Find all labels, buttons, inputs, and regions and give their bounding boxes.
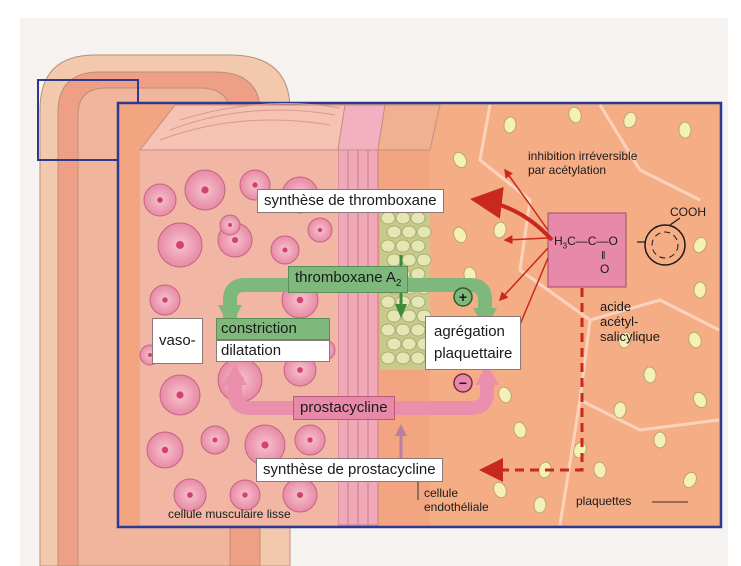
- thromboxane-synthesis-label: synthèse de thromboxane: [257, 189, 444, 213]
- muscle-cell: [230, 480, 260, 510]
- platelet: [654, 432, 666, 448]
- cluster-platelet: [402, 226, 416, 238]
- muscle-cell: [201, 426, 229, 454]
- cluster-platelet: [396, 324, 410, 336]
- cluster-platelet: [396, 212, 410, 224]
- constriction-label: constriction: [216, 318, 330, 340]
- platelet-aggregation-label: agrégation plaquettaire: [425, 316, 521, 370]
- platelet: [679, 122, 692, 138]
- endothelial-cell-label: cellule endothéliale: [424, 487, 489, 515]
- molecule-carboxyl: COOH: [670, 206, 706, 220]
- molecule-carbonyl-bond: ‖: [601, 250, 606, 263]
- cluster-platelet: [387, 226, 401, 238]
- cluster-platelet: [417, 254, 431, 266]
- muscle-cell: [150, 285, 180, 315]
- cluster-platelet: [402, 338, 416, 350]
- vessel-top-faces: [140, 104, 440, 150]
- muscle-cell: [158, 223, 202, 267]
- cluster-platelet: [381, 324, 395, 336]
- muscle-cell: [160, 375, 200, 415]
- cluster-platelet: [411, 240, 425, 252]
- cluster-platelet: [411, 212, 425, 224]
- vaso-label: vaso-: [152, 318, 203, 364]
- molecule-methyl: H3C—C—O: [554, 235, 618, 251]
- smooth-muscle-label: cellule musculaire lisse: [168, 508, 291, 522]
- thromboxane-label: thromboxane A2: [288, 266, 408, 293]
- prostacycline-label: prostacycline: [293, 396, 395, 420]
- muscle-cell: [185, 170, 225, 210]
- cluster-platelet: [387, 338, 401, 350]
- plus-circle: +: [454, 288, 472, 306]
- aspirin-label: acide acétyl- salicylique: [600, 300, 660, 345]
- cluster-platelet: [402, 254, 416, 266]
- platelets-label: plaquettes: [576, 495, 631, 509]
- muscle-cell: [308, 218, 332, 242]
- prostacycline-synthesis-label: synthèse de prostacycline: [256, 458, 443, 482]
- muscle-cell: [295, 425, 325, 455]
- cluster-platelet: [411, 352, 425, 364]
- muscle-cell: [220, 215, 240, 235]
- minus-sign: −: [459, 375, 467, 391]
- cluster-platelet: [396, 352, 410, 364]
- cluster-platelet: [417, 226, 431, 238]
- cluster-platelet: [381, 352, 395, 364]
- molecule-carbonyl-oxygen: O: [600, 263, 609, 277]
- muscle-cell: [271, 236, 299, 264]
- dilatation-label: dilatation: [216, 340, 330, 362]
- cluster-platelet: [387, 254, 401, 266]
- cluster-platelet: [381, 212, 395, 224]
- cluster-platelet: [381, 240, 395, 252]
- plus-sign: +: [459, 289, 467, 305]
- platelet: [694, 282, 707, 299]
- muscle-cell: [147, 432, 183, 468]
- muscle-cell: [144, 184, 176, 216]
- cluster-platelet: [411, 296, 425, 308]
- cluster-platelet: [411, 324, 425, 336]
- inhibition-label: inhibition irréversible par acétylation: [528, 150, 637, 178]
- cluster-platelet: [396, 240, 410, 252]
- cluster-platelet: [402, 310, 416, 322]
- minus-circle: −: [454, 374, 472, 392]
- cluster-platelet: [381, 296, 395, 308]
